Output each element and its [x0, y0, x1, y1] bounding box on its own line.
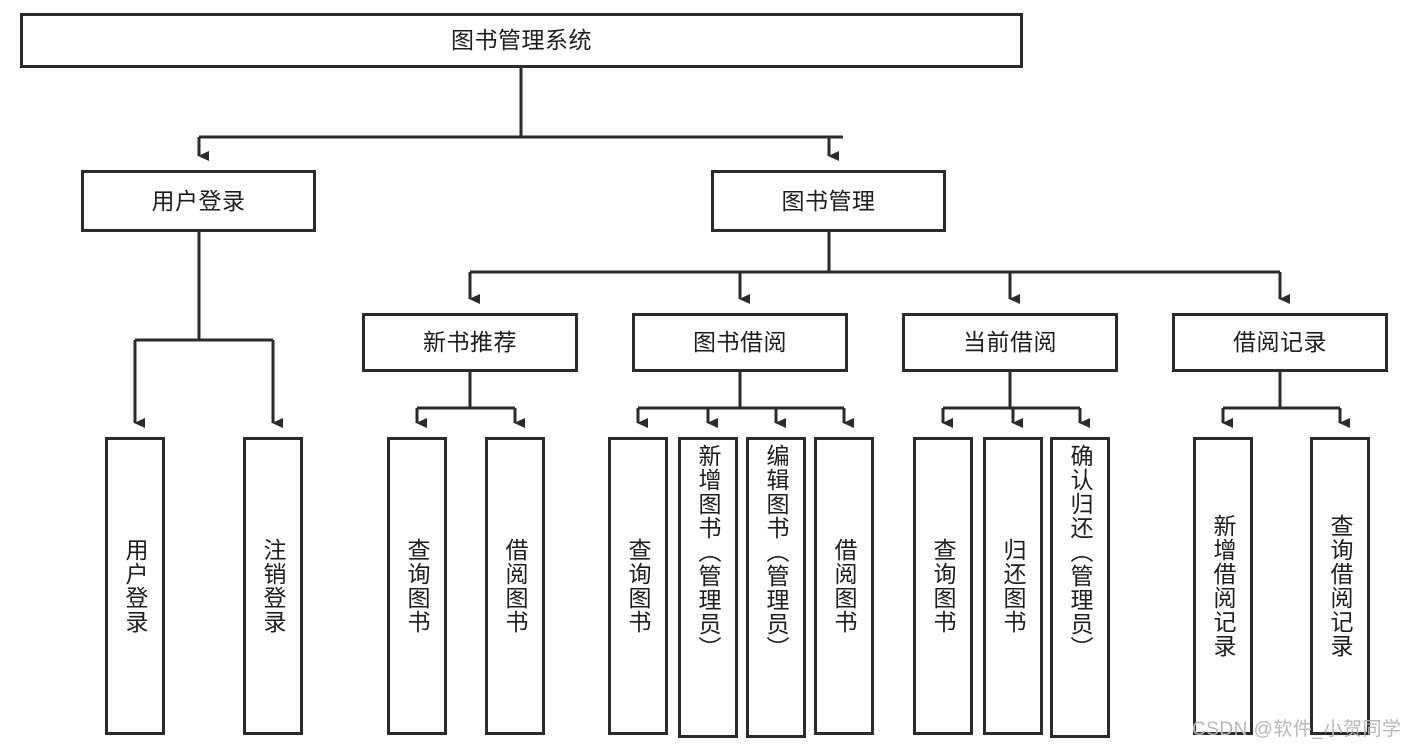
node-root-label: 图书管理系统 — [451, 27, 592, 54]
leaf-node-label: 借阅图书 — [831, 538, 858, 634]
node-book-borrow[interactable]: 图书借阅 — [632, 313, 848, 372]
leaf-node[interactable]: 新增借阅记录 — [1193, 437, 1253, 735]
leaf-node-label: 借阅图书 — [502, 538, 529, 634]
leaf-node[interactable]: 新增图书（管理员） — [678, 437, 738, 738]
leaf-node[interactable]: 注销登录 — [243, 437, 303, 735]
node-new-book-recommend-label: 新书推荐 — [423, 329, 517, 356]
leaf-node[interactable]: 借阅图书 — [814, 437, 874, 735]
leaf-node-label: 确认归还（管理员） — [1067, 444, 1094, 660]
leaf-node[interactable]: 借阅图书 — [485, 437, 545, 735]
node-borrow-records[interactable]: 借阅记录 — [1172, 313, 1388, 372]
node-root[interactable]: 图书管理系统 — [20, 13, 1023, 68]
leaf-node-label: 新增图书（管理员） — [695, 444, 722, 660]
leaf-node-label: 用户登录 — [122, 538, 149, 634]
node-current-borrow-label: 当前借阅 — [963, 329, 1057, 356]
leaf-node[interactable]: 查询图书 — [387, 437, 447, 735]
leaf-node[interactable]: 用户登录 — [105, 437, 165, 735]
leaf-node[interactable]: 查询图书 — [913, 437, 973, 735]
leaf-node-label: 查询图书 — [404, 538, 431, 634]
leaf-node[interactable]: 归还图书 — [983, 437, 1043, 735]
leaf-node[interactable]: 查询图书 — [608, 437, 668, 735]
node-current-borrow[interactable]: 当前借阅 — [902, 313, 1118, 372]
leaf-node[interactable]: 确认归还（管理员） — [1050, 437, 1110, 738]
leaf-node-label: 查询图书 — [930, 538, 957, 634]
node-book-borrow-label: 图书借阅 — [693, 329, 787, 356]
node-user-login[interactable]: 用户登录 — [81, 170, 316, 232]
leaf-node-label: 归还图书 — [1000, 538, 1027, 634]
leaf-node-label: 查询借阅记录 — [1327, 514, 1354, 658]
leaf-node-label: 编辑图书（管理员） — [763, 444, 790, 660]
leaf-node-label: 新增借阅记录 — [1210, 514, 1237, 658]
leaf-node[interactable]: 查询借阅记录 — [1310, 437, 1370, 735]
leaf-node[interactable]: 编辑图书（管理员） — [746, 437, 806, 738]
leaf-node-label: 注销登录 — [260, 538, 287, 634]
csdn-watermark: CSDN @软件_小贺同学 — [1192, 719, 1402, 740]
node-book-management-label: 图书管理 — [781, 187, 876, 214]
node-borrow-records-label: 借阅记录 — [1233, 329, 1327, 356]
leaf-node-label: 查询图书 — [625, 538, 652, 634]
node-new-book-recommend[interactable]: 新书推荐 — [362, 313, 578, 372]
node-book-management[interactable]: 图书管理 — [711, 170, 946, 232]
node-user-login-label: 用户登录 — [151, 187, 246, 214]
